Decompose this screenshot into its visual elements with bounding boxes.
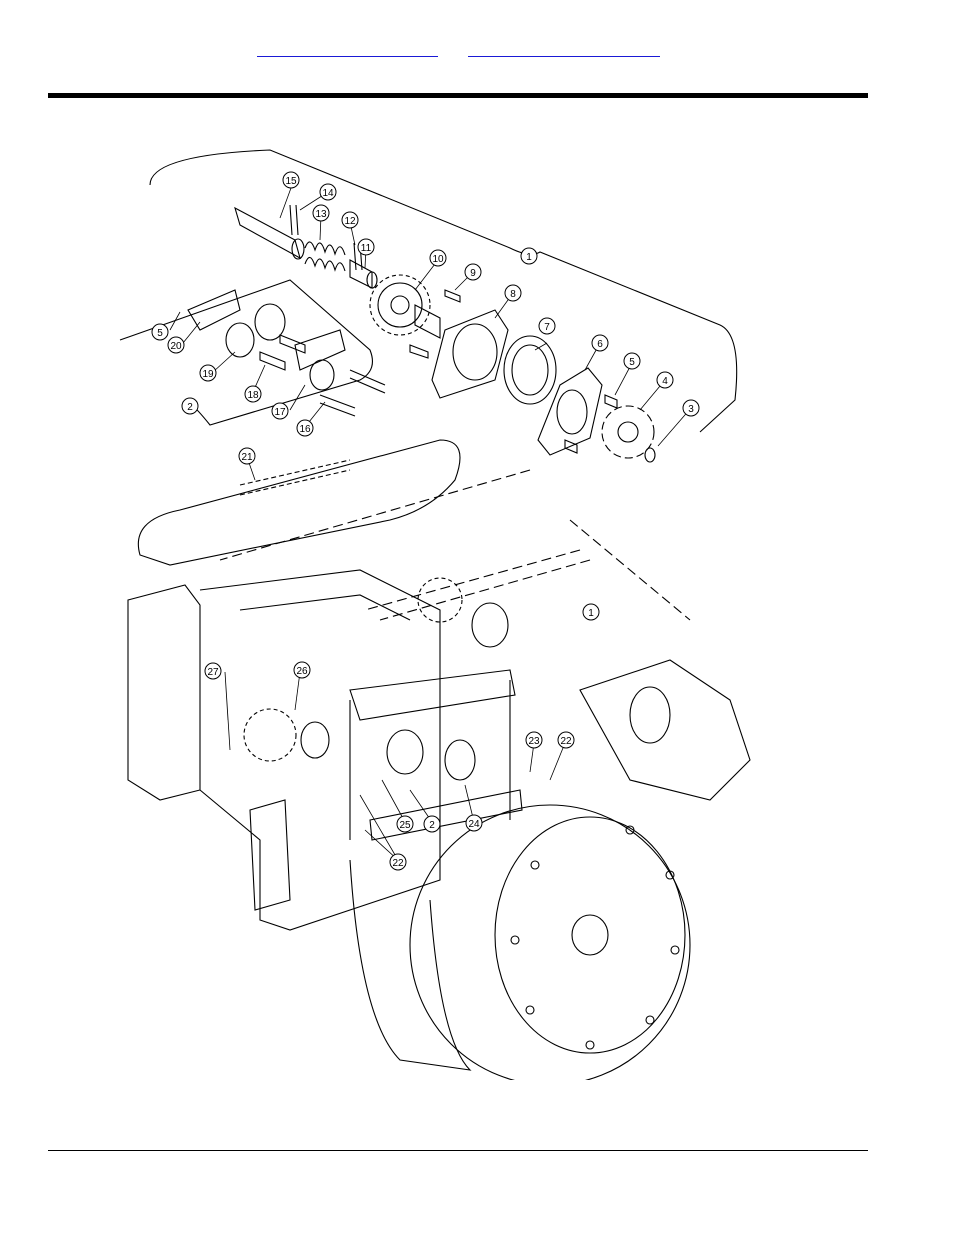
svg-text:8: 8 [510, 289, 516, 300]
callout-17: 17 [271, 402, 289, 420]
svg-text:26: 26 [296, 666, 308, 677]
callout-21: 21 [238, 447, 256, 465]
svg-text:9: 9 [470, 268, 476, 279]
snap-ring-part [644, 447, 656, 463]
svg-text:1: 1 [588, 608, 594, 619]
callout-12: 12 [341, 211, 359, 229]
callout-3: 3 [682, 399, 700, 417]
svg-text:21: 21 [241, 452, 253, 463]
svg-text:27: 27 [207, 667, 219, 678]
svg-text:2: 2 [187, 402, 193, 413]
svg-text:22: 22 [560, 736, 572, 747]
chain-part [239, 459, 351, 496]
pin-part [289, 204, 299, 236]
collar-part [349, 259, 378, 289]
bearing-left-2-part [225, 322, 255, 358]
callout-2-lower: 2 [423, 815, 441, 833]
callout-14: 14 [319, 183, 337, 201]
callout-9: 9 [464, 263, 482, 281]
header-link-1[interactable] [257, 40, 438, 57]
svg-text:11: 11 [361, 243, 372, 254]
callout-22-right: 22 [557, 731, 575, 749]
callout-1-lower: 1 [582, 603, 600, 621]
callout-18: 18 [244, 385, 262, 403]
linkage-arm [349, 669, 516, 721]
carriage-bolt-part [409, 289, 461, 359]
callout-23: 23 [525, 731, 543, 749]
sprocket-lower-part [243, 708, 297, 762]
bearing-left-part [254, 303, 286, 341]
callout-19: 19 [199, 364, 217, 382]
assembly-bracket-upper [149, 149, 738, 433]
svg-text:20: 20 [170, 341, 182, 352]
callout-6: 6 [591, 334, 609, 352]
callout-5-left: 5 [151, 323, 169, 341]
sprocket-upper-part [369, 274, 431, 336]
callout-7: 7 [538, 317, 556, 335]
callout-13: 13 [312, 204, 330, 222]
spring-part [304, 241, 346, 272]
svg-text:6: 6 [597, 339, 603, 350]
gauge-wheel [409, 804, 691, 1080]
svg-text:10: 10 [432, 254, 444, 265]
plate-part [294, 329, 346, 371]
lock-nut-part [564, 394, 618, 454]
svg-text:12: 12 [344, 216, 356, 227]
callout-2-upper: 2 [181, 397, 199, 415]
svg-text:14: 14 [322, 188, 334, 199]
callout-11: 11 [357, 238, 375, 256]
footer-rule [48, 1150, 868, 1151]
assembly-bracket-lower [119, 279, 373, 426]
svg-text:23: 23 [528, 736, 540, 747]
callout-1-upper: 1 [520, 247, 538, 265]
chain-guard [137, 439, 461, 566]
svg-text:17: 17 [274, 407, 286, 418]
callout-8: 8 [504, 284, 522, 302]
callout-16: 16 [296, 419, 314, 437]
svg-text:2: 2 [429, 820, 435, 831]
callout-5-right: 5 [623, 352, 641, 370]
bracket-plate-part [187, 289, 241, 331]
mount-bracket [579, 659, 751, 801]
parts-diagram: 15 14 13 12 11 10 9 8 1 5 20 19 18 17 16… [119, 149, 751, 1080]
svg-text:5: 5 [157, 328, 163, 339]
bolt-long-part [319, 369, 386, 417]
flange-lower-part [537, 367, 603, 456]
svg-text:24: 24 [468, 819, 480, 830]
flange-part [431, 309, 509, 399]
opener [349, 859, 472, 1071]
svg-text:5: 5 [629, 357, 635, 368]
svg-text:1: 1 [526, 252, 532, 263]
svg-text:25: 25 [399, 820, 411, 831]
callout-22-lower: 22 [389, 853, 407, 871]
svg-text:4: 4 [662, 376, 668, 387]
svg-text:15: 15 [285, 176, 297, 187]
hub-part [414, 304, 441, 339]
callout-15: 15 [282, 171, 300, 189]
callout-24: 24 [465, 814, 483, 832]
shaft-part [234, 206, 305, 260]
bushing-part [259, 334, 306, 371]
svg-text:18: 18 [247, 390, 259, 401]
svg-text:22: 22 [392, 858, 404, 869]
svg-text:13: 13 [315, 209, 327, 220]
callout-10: 10 [429, 249, 447, 267]
callout-26: 26 [293, 661, 311, 679]
idler-part [601, 405, 655, 459]
callout-4: 4 [656, 371, 674, 389]
svg-text:19: 19 [202, 369, 214, 380]
header-rule [48, 93, 868, 98]
callout-27: 27 [204, 662, 222, 680]
callout-20: 20 [167, 336, 185, 354]
svg-text:16: 16 [299, 424, 311, 435]
callout-25: 25 [396, 815, 414, 833]
header-link-2[interactable] [468, 40, 660, 57]
bearing-part [503, 335, 557, 405]
frame-body [127, 584, 201, 801]
svg-text:3: 3 [688, 404, 694, 415]
svg-text:7: 7 [544, 322, 550, 333]
